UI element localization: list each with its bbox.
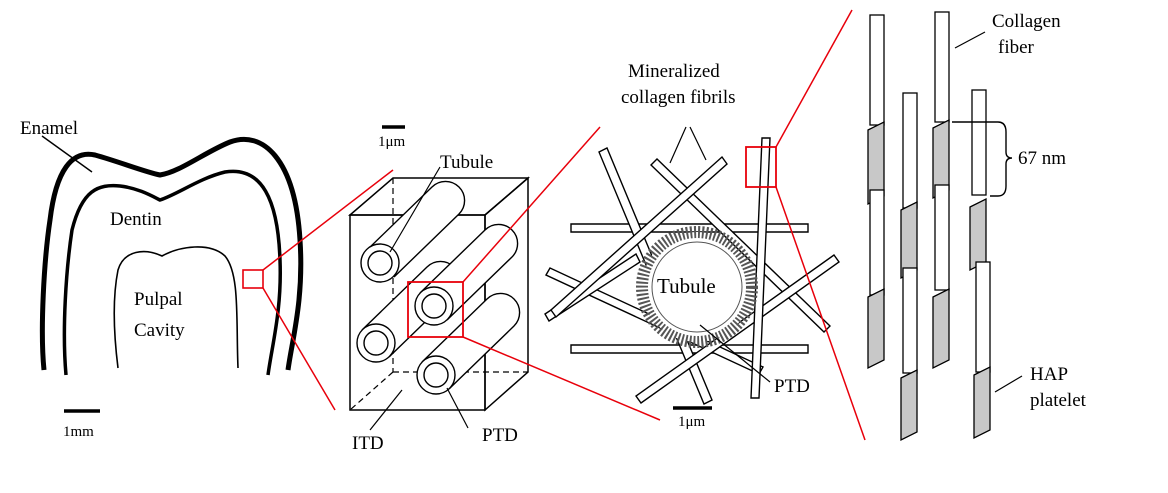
tubule-block-panel: Tubule ITD PTD 1μm — [347, 125, 531, 454]
period-bracket — [952, 121, 1013, 197]
enamel-outer-outline — [39, 136, 304, 371]
platelet-label: platelet — [1030, 390, 1087, 411]
hap-leader-line — [994, 375, 1023, 393]
pulpal-cavity-outline — [113, 246, 239, 369]
zoom-line-lower-2 — [462, 336, 661, 421]
hap-platelet — [969, 197, 987, 272]
hap-platelet — [867, 287, 885, 370]
collagen-label: Collagen — [992, 11, 1061, 32]
collagen-fiber-segment — [975, 261, 991, 373]
zoom-line-lower-1 — [262, 287, 336, 411]
collagen-fiber-segment — [869, 189, 885, 296]
fibril-leader-line — [669, 126, 687, 164]
collagen-fiber-panel — [867, 11, 991, 442]
collagen-fiber-segment — [934, 11, 950, 123]
tubule-label: Tubule — [440, 152, 493, 173]
um-scale-label-2: 1μm — [378, 134, 406, 150]
zoom-line-upper-3 — [775, 9, 853, 148]
tubule-lumen — [363, 330, 389, 356]
enamel-label: Enamel — [20, 118, 78, 139]
hap-platelet — [900, 368, 918, 442]
mm-scale-label: 1mm — [63, 424, 94, 440]
hap-platelet — [900, 200, 918, 280]
hap-label: HAP — [1030, 364, 1068, 385]
fibril — [650, 158, 831, 333]
tubule-lumen — [367, 250, 393, 276]
tubule-leader-line — [389, 166, 441, 253]
tooth-inset-box — [242, 269, 264, 289]
zoom-line-upper-2 — [462, 126, 601, 283]
ptd-label-3: PTD — [774, 376, 810, 397]
itd-label: ITD — [352, 433, 384, 454]
fibrils-label-line2: collagen fibrils — [621, 87, 736, 108]
fibril — [750, 137, 771, 399]
fiber-label: fiber — [998, 37, 1035, 58]
fiber-leader-line — [954, 31, 986, 49]
zoom-line-lower-3 — [775, 186, 866, 441]
collagen-fiber-segment — [902, 92, 918, 209]
fibril — [550, 155, 728, 319]
fibril — [570, 223, 809, 233]
cavity-label: Cavity — [134, 320, 185, 341]
period-label: 67 nm — [1018, 148, 1066, 169]
pulpal-label: Pulpal — [134, 289, 183, 310]
fibril-network-panel: Tubule Mineralized collagen fibrils PTD … — [544, 61, 840, 430]
zoom-line-upper-1 — [262, 169, 394, 271]
hidden-edge-diagonal — [349, 371, 394, 411]
fibrils-label-line1: Mineralized — [628, 61, 720, 82]
um-scale-label-3: 1μm — [678, 414, 706, 430]
ptd-label-2: PTD — [482, 425, 518, 446]
fibril-inset-box — [745, 146, 777, 188]
collagen-fiber-labels: Collagen fiber 67 nm HAP platelet — [952, 11, 1087, 411]
collagen-fiber-segment — [869, 14, 885, 126]
tubule-lumen-large — [651, 241, 743, 333]
dentin-label: Dentin — [110, 209, 162, 230]
hap-platelet — [932, 287, 950, 370]
collagen-fiber-segment — [902, 267, 918, 374]
tubule-label-3: Tubule — [657, 274, 716, 298]
ptd-leader-line-2 — [446, 387, 469, 429]
ptd-leader-line-3 — [699, 324, 771, 383]
collagen-fiber-segment — [971, 89, 987, 196]
tubule-cylinders — [356, 180, 521, 395]
dentin-enamel-junction — [62, 169, 283, 376]
tubule-lumen — [423, 362, 449, 388]
fibril-leader-line — [689, 126, 707, 161]
tooth-panel: Enamel Dentin Pulpal Cavity 1mm — [20, 118, 304, 440]
hap-platelet — [973, 365, 991, 440]
collagen-fiber-segment — [934, 184, 950, 291]
tubule-lumen — [421, 293, 447, 319]
enamel-leader-line — [41, 135, 93, 173]
itd-leader-line — [369, 389, 403, 431]
block-inset-box — [407, 281, 464, 338]
